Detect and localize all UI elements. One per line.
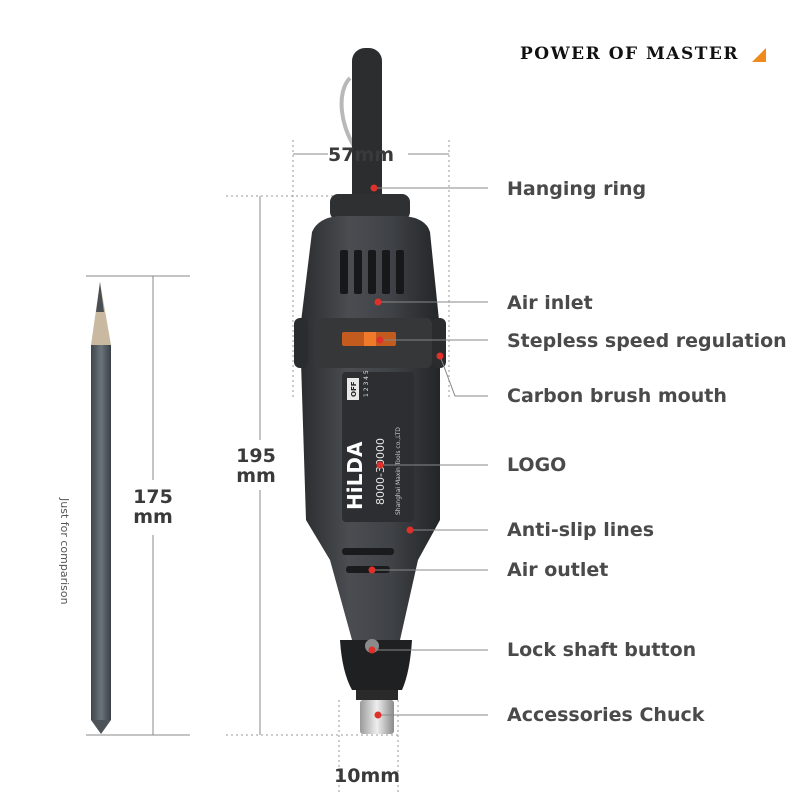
callout-dots — [368, 184, 444, 719]
tool-logo-text: HiLDA — [343, 441, 367, 510]
pencil-height-label: 175 mm — [129, 487, 177, 527]
comparison-pencil — [91, 282, 111, 734]
callout-speed-regulation: Stepless speed regulation — [507, 330, 787, 352]
pencil-height-unit: mm — [133, 506, 173, 528]
tool-height-label: 195 mm — [232, 446, 280, 486]
width-bottom-label: 10mm — [334, 765, 401, 787]
brand-title: POWER OF MASTER — [520, 44, 740, 64]
callout-air-outlet: Air outlet — [507, 559, 609, 581]
callout-logo: LOGO — [507, 454, 567, 476]
hanging-ring-shape — [339, 48, 382, 208]
tool-maker-text: Shanghai Maxin Tools co.,LTD — [395, 427, 402, 515]
switch-off-text: OFF — [350, 381, 358, 397]
callout-chuck: Accessories Chuck — [507, 704, 705, 726]
pencil-note: Just for comparison — [58, 498, 71, 605]
width-top-label: 57mm — [328, 144, 395, 166]
pencil-height-value: 175 — [133, 486, 173, 508]
callout-anti-slip: Anti-slip lines — [507, 519, 655, 541]
brand-accent-triangle — [752, 48, 766, 62]
callout-air-inlet: Air inlet — [507, 292, 593, 314]
callout-lock-shaft: Lock shaft button — [507, 639, 697, 661]
callout-lines — [372, 187, 488, 716]
tool-height-value: 195 — [236, 445, 276, 467]
callout-hanging-ring: Hanging ring — [507, 178, 647, 200]
tool-printed-text: HiLDA 8000-30000 Shanghai Maxin Tools co… — [343, 370, 402, 515]
tool-body — [294, 194, 446, 734]
tool-height-unit: mm — [236, 465, 276, 487]
switch-scale-text: 1 2 3 4 5 — [363, 370, 370, 397]
tool-speed-text: 8000-30000 — [374, 438, 387, 505]
callout-carbon-brush: Carbon brush mouth — [507, 385, 727, 407]
